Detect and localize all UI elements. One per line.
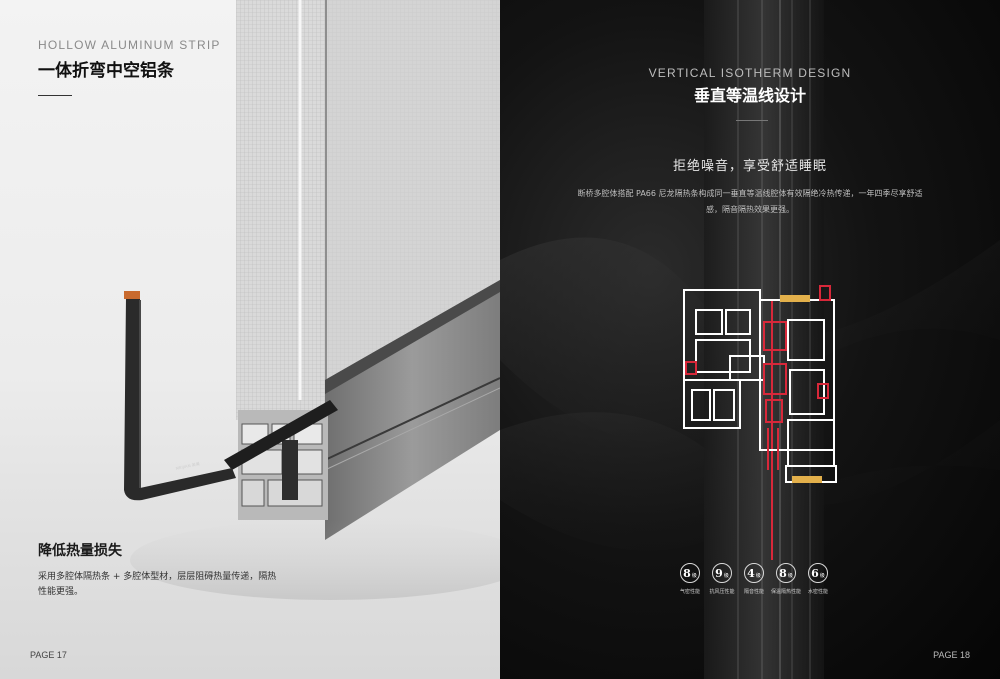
spec-unit: 级 <box>723 572 729 579</box>
spec-unit: 级 <box>819 572 825 579</box>
right-page: VERTICAL ISOTHERM DESIGN 垂直等温线设计 拒绝噪音，享受… <box>500 0 1000 679</box>
spec-value: 8 <box>683 566 691 580</box>
left-page-number: PAGE 17 <box>30 650 67 660</box>
spec-label: 保温隔热性能 <box>770 589 801 595</box>
spec-value: 4 <box>747 566 755 580</box>
spec-value: 8 <box>779 566 787 580</box>
right-cn-title: 垂直等温线设计 <box>693 86 806 105</box>
right-headline: 拒绝噪音，享受舒适睡眠 <box>672 159 827 174</box>
glass-profile-illustration: MEIJIAN 美巢 <box>124 0 500 600</box>
left-title-rule <box>38 95 72 96</box>
right-title-rule <box>736 120 768 121</box>
left-body-text: 采用多腔体隔热条 + 多腔体型材，层层阻碍热量传递，隔热性能更强。 <box>38 572 277 597</box>
spec-unit: 级 <box>755 572 761 579</box>
spec-unit: 级 <box>787 572 793 579</box>
spec-label: 抗风压性能 <box>709 589 735 595</box>
spec-unit: 级 <box>691 572 697 579</box>
left-page: MEIJIAN 美巢 HOLLOW ALUMINUM STRIP 一体折弯中空铝… <box>0 0 500 679</box>
right-en-title: VERTICAL ISOTHERM DESIGN <box>648 66 852 80</box>
right-page-number: PAGE 18 <box>933 650 970 660</box>
spec-label: 水密性能 <box>807 589 828 595</box>
strip-brand-label: MEIJIAN 美巢 <box>175 460 200 471</box>
left-sub-heading: 降低热量损失 <box>38 543 122 559</box>
right-description: 断桥多腔体搭配 PA66 尼龙隔热条构成同一垂直等温线腔体有效隔绝冷热传递，一年… <box>577 189 923 214</box>
spec-label: 气密性能 <box>679 589 700 595</box>
spec-value: 6 <box>811 566 819 580</box>
left-cn-title: 一体折弯中空铝条 <box>38 61 174 81</box>
spec-label: 隔音性能 <box>743 589 764 595</box>
left-en-title: HOLLOW ALUMINUM STRIP <box>38 38 221 52</box>
spec-value: 9 <box>715 566 723 580</box>
